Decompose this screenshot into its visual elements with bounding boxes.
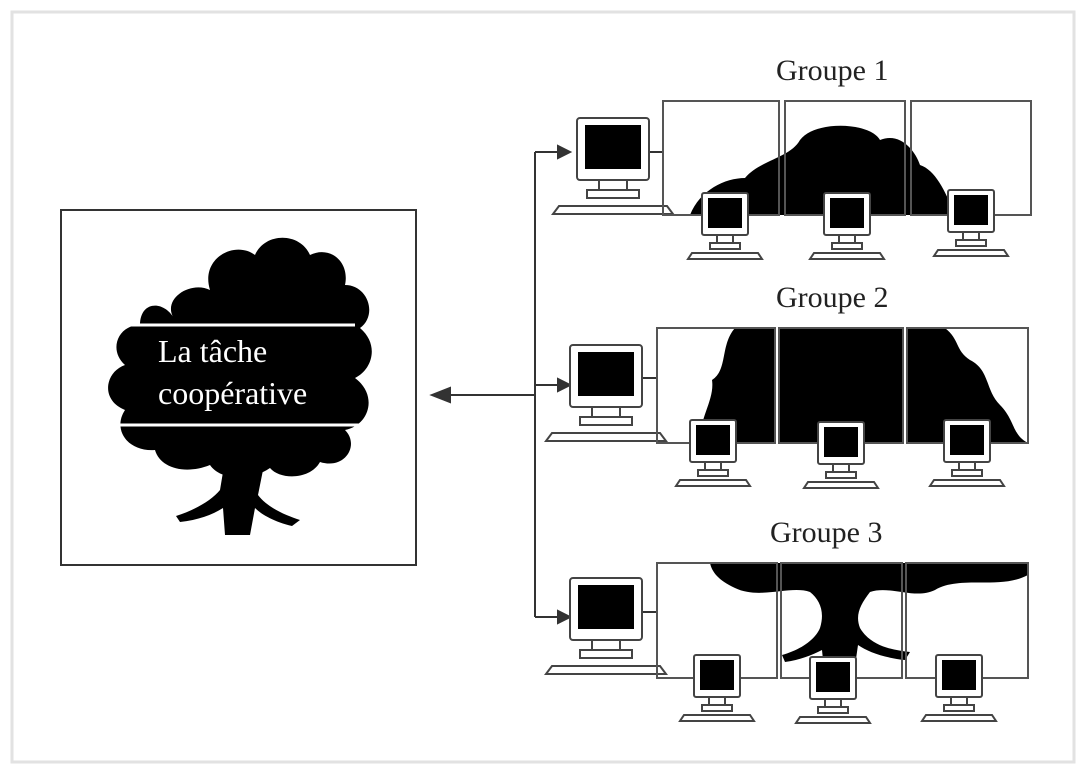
group-1-tree-fragments	[690, 125, 955, 215]
arrow-group3	[557, 609, 573, 625]
group-3-member-computer-icon-2	[795, 656, 871, 724]
task-box: La tâche coopérative	[60, 209, 417, 566]
group-3-leader-computer-icon	[545, 577, 667, 675]
arrow-group1	[557, 144, 573, 160]
task-label-line2: coopérative	[158, 375, 307, 411]
group-1-leader-computer-icon	[552, 117, 674, 215]
group-3-tree-fragments	[710, 563, 1028, 678]
task-label-line1: La tâche	[158, 333, 267, 369]
group-3-member-computer-icon-1	[679, 654, 755, 722]
group-3: Groupe 3	[545, 516, 1029, 724]
group-2-title: Groupe 2	[776, 281, 888, 314]
arrow-task	[429, 386, 451, 404]
group-2: Groupe 2	[545, 281, 1029, 489]
arrow-group2	[557, 377, 573, 393]
connectors	[429, 144, 573, 625]
group-1-title: Groupe 1	[776, 54, 888, 87]
group-1: Groupe 1	[552, 54, 1032, 260]
outer-frame	[10, 10, 1076, 764]
group-3-member-computer-icon-3	[921, 654, 997, 722]
group-3-title: Groupe 3	[770, 516, 882, 549]
group-2-leader-computer-icon	[545, 344, 667, 442]
